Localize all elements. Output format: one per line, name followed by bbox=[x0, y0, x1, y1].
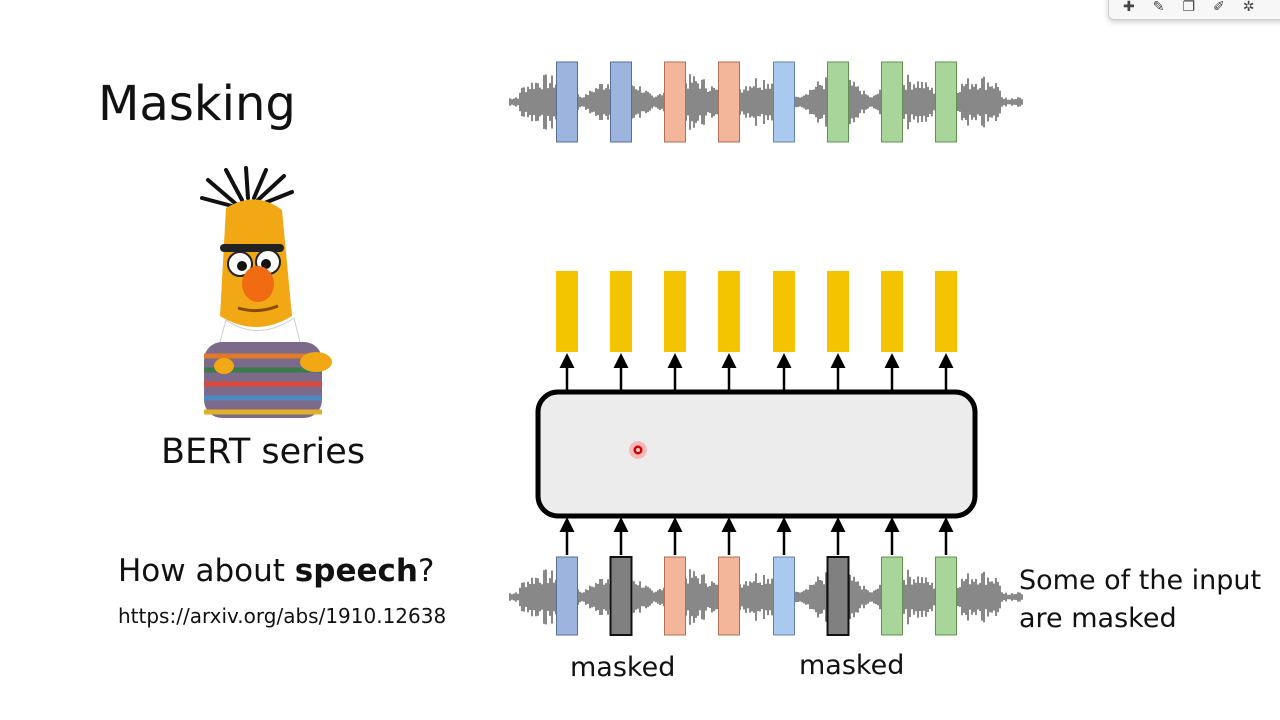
question-prefix: How about bbox=[118, 553, 295, 589]
speech-frame-top bbox=[935, 61, 957, 143]
speech-frame-bottom bbox=[664, 556, 686, 636]
pointer-dot bbox=[629, 441, 647, 459]
speech-frames-bottom bbox=[556, 556, 957, 636]
settings-icon[interactable]: ✲ bbox=[1242, 0, 1255, 15]
floating-toolbar: ✚ ✎ ❐ ✐ ✲ bbox=[1108, 0, 1280, 20]
output-vector bbox=[881, 271, 903, 352]
masked-frame bbox=[609, 556, 633, 636]
note-line-1: Some of the input bbox=[1019, 565, 1262, 596]
output-vector bbox=[610, 271, 632, 352]
speech-frames-top bbox=[556, 61, 957, 143]
speech-frame-bottom bbox=[881, 556, 903, 636]
output-vectors bbox=[556, 271, 957, 352]
masked-label-2: masked bbox=[799, 650, 905, 681]
speech-frame-top bbox=[881, 61, 903, 143]
masked-frame bbox=[826, 556, 850, 636]
speech-frame-bottom bbox=[556, 556, 578, 636]
output-vector bbox=[556, 271, 578, 352]
speech-frame-bottom bbox=[773, 556, 795, 636]
output-vector bbox=[664, 271, 686, 352]
question-bold: speech bbox=[294, 553, 418, 589]
speech-frame-top bbox=[610, 61, 632, 143]
speech-frame-top bbox=[773, 61, 795, 143]
masked-label-1: masked bbox=[570, 652, 676, 683]
encoder-box bbox=[535, 389, 978, 519]
copy-icon[interactable]: ❐ bbox=[1182, 0, 1196, 15]
slide-title: Masking bbox=[98, 76, 296, 132]
pin-icon[interactable]: ✚ bbox=[1123, 0, 1135, 15]
speech-frame-bottom bbox=[718, 556, 740, 636]
bert-caption: BERT series bbox=[161, 432, 366, 472]
pen-icon[interactable]: ✎ bbox=[1152, 0, 1165, 15]
bert-character-image bbox=[200, 166, 332, 418]
speech-frame-top bbox=[718, 61, 740, 143]
output-vector bbox=[935, 271, 957, 352]
input-arrows bbox=[559, 517, 954, 555]
reference-url[interactable]: https://arxiv.org/abs/1910.12638 bbox=[118, 604, 447, 628]
output-vector bbox=[827, 271, 849, 352]
output-vector bbox=[718, 271, 740, 352]
output-vector bbox=[773, 271, 795, 352]
output-arrows bbox=[559, 353, 954, 392]
speech-frame-top bbox=[664, 61, 686, 143]
speech-frame-top bbox=[827, 61, 849, 143]
note-line-2: are masked bbox=[1019, 603, 1177, 634]
speech-frame-top bbox=[556, 61, 578, 143]
edit-icon[interactable]: ✐ bbox=[1213, 0, 1225, 15]
speech-question: How about speech? bbox=[118, 553, 434, 589]
masked-input-note: Some of the input are masked bbox=[1019, 562, 1261, 638]
question-suffix: ? bbox=[417, 553, 435, 589]
speech-frame-bottom bbox=[935, 556, 957, 636]
